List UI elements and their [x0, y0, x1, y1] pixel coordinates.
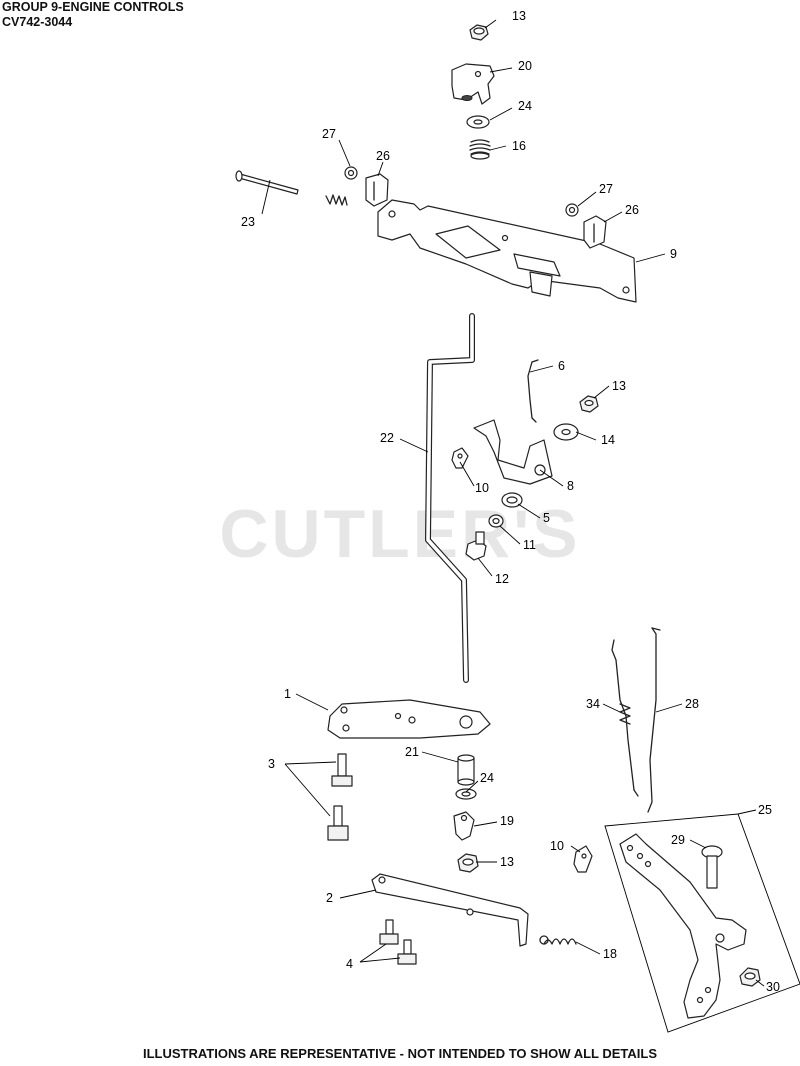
callout-26-left: 26 — [376, 149, 390, 163]
callout-29: 29 — [671, 833, 685, 847]
leader-lines — [261, 19, 765, 987]
part-4-bolt-right — [397, 939, 417, 965]
callout-9: 9 — [670, 247, 677, 261]
callout-10-upper: 10 — [475, 481, 489, 495]
header-title: GROUP 9-ENGINE CONTROLS — [2, 0, 184, 14]
callout-18: 18 — [603, 947, 617, 961]
callout-24-top: 24 — [518, 99, 532, 113]
small-spring — [325, 194, 348, 206]
callout-10-lower: 10 — [550, 839, 564, 853]
part-24-top-washer — [466, 115, 490, 129]
callout-21: 21 — [405, 745, 419, 759]
callout-13-lower: 13 — [500, 855, 514, 869]
callout-24-lower: 24 — [480, 771, 494, 785]
part-5-washer — [501, 492, 523, 508]
part-3-bolt-lower — [327, 805, 349, 841]
part-13-top-nut — [469, 24, 489, 41]
callout-2: 2 — [326, 891, 333, 905]
part-16-spring — [469, 139, 491, 160]
watermark-logo: CUTLER'S — [219, 496, 581, 572]
part-3-bolt-upper — [331, 753, 353, 787]
callout-22: 22 — [380, 431, 394, 445]
part-1-plate — [327, 699, 491, 739]
part-13-mid-nut — [579, 395, 599, 413]
part-12-bolt — [465, 531, 487, 561]
part-25-lever-assembly — [604, 813, 800, 1033]
callout-34: 34 — [586, 697, 600, 711]
part-26-right-clip — [583, 215, 607, 249]
part-9-bracket — [377, 199, 637, 303]
part-4-bolt-left — [379, 919, 399, 945]
callout-4: 4 — [346, 957, 353, 971]
part-27-right-grommet — [565, 203, 579, 217]
callout-30: 30 — [766, 980, 780, 994]
callout-labels: 13 20 24 16 27 26 23 27 26 9 6 13 22 14 … — [241, 9, 780, 994]
callout-5: 5 — [543, 511, 550, 525]
disclaimer-footer: ILLUSTRATIONS ARE REPRESENTATIVE - NOT I… — [143, 1046, 657, 1061]
callout-28: 28 — [685, 697, 699, 711]
part-18-spring — [539, 935, 577, 945]
callout-27-right: 27 — [599, 182, 613, 196]
callout-13-top: 13 — [512, 9, 526, 23]
part-14-washer — [553, 423, 579, 441]
callout-25: 25 — [758, 803, 772, 817]
part-19-clip — [453, 811, 475, 841]
page-header: GROUP 9-ENGINE CONTROLS CV742-3044 — [2, 0, 184, 29]
part-27-left-grommet — [344, 166, 358, 180]
callout-3: 3 — [268, 757, 275, 771]
part-13-lower-nut — [457, 853, 479, 873]
callout-1: 1 — [284, 687, 291, 701]
part-29-pin — [701, 845, 723, 889]
part-30-nut — [739, 967, 761, 987]
callout-8: 8 — [567, 479, 574, 493]
part-10-lower-clip — [573, 845, 593, 873]
part-20-lever — [451, 63, 495, 105]
callout-26-right: 26 — [625, 203, 639, 217]
callout-27-left: 27 — [322, 127, 336, 141]
part-2-link-bar — [371, 873, 529, 947]
callout-19: 19 — [500, 814, 514, 828]
exploded-parts-diagram: 13 20 24 16 27 26 23 27 26 9 6 13 22 14 … — [235, 9, 800, 1033]
part-22-control-rod — [425, 313, 475, 683]
part-6-link — [527, 359, 539, 423]
callout-14: 14 — [601, 433, 615, 447]
part-24-lower-washer — [455, 788, 477, 800]
callout-13-mid: 13 — [612, 379, 626, 393]
callout-11: 11 — [523, 538, 536, 552]
part-28-rod-cable — [647, 627, 661, 813]
part-34-spring-cable — [611, 639, 639, 797]
callout-20: 20 — [518, 59, 532, 73]
callout-6: 6 — [558, 359, 565, 373]
callout-23: 23 — [241, 215, 255, 229]
callout-16: 16 — [512, 139, 526, 153]
part-8-bracket — [473, 419, 553, 485]
part-23-pin — [235, 170, 299, 195]
header-model: CV742-3044 — [2, 14, 73, 29]
part-26-left-clip — [365, 173, 389, 207]
callout-12: 12 — [495, 572, 509, 586]
part-11-bushing — [488, 514, 504, 528]
part-10-upper-clip — [451, 447, 469, 469]
part-21-spacer — [457, 754, 475, 786]
